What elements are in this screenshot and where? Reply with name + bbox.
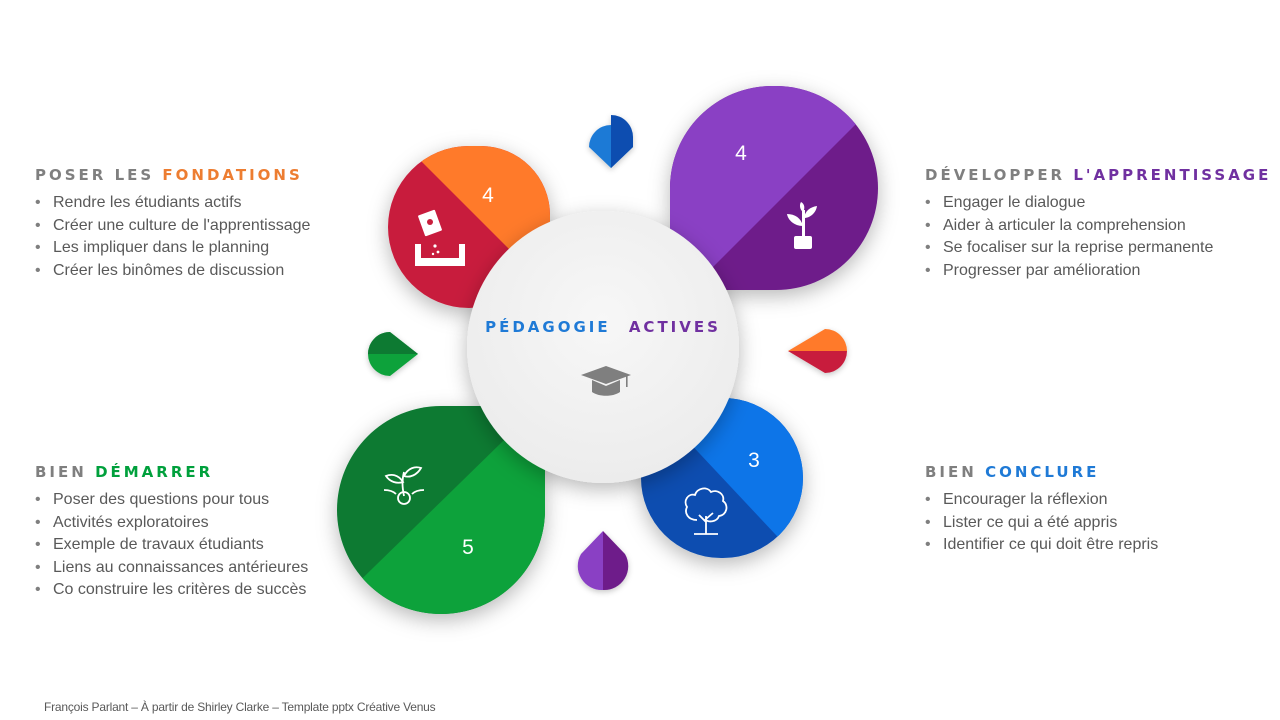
drop-purple	[577, 531, 629, 591]
drop-blue	[589, 115, 633, 168]
list-item: Identifier ce qui doit être repris	[925, 534, 1158, 557]
list-item: Poser des questions pour tous	[35, 489, 308, 512]
drop-purple-right	[603, 531, 629, 591]
section-demarrer: BIEN DÉMARRER Poser des questions pour t…	[35, 463, 308, 602]
section-conclure-title: BIEN CONCLURE	[925, 463, 1158, 481]
section-apprentissage-title-prefix: DÉVELOPPER	[925, 166, 1066, 184]
tree-icon	[684, 487, 728, 535]
petal-demarrer-number: 5	[462, 536, 474, 559]
section-conclure-title-accent: CONCLURE	[985, 463, 1100, 481]
center-title-word2: ACTIVES	[628, 318, 721, 336]
section-demarrer-list: Poser des questions pour tousActivités e…	[35, 489, 308, 602]
list-item: Créer une culture de l'apprentissage	[35, 215, 310, 238]
section-fondations-title-accent: FONDATIONS	[162, 166, 303, 184]
list-item: Créer les binômes de discussion	[35, 260, 310, 283]
list-item: Progresser par amélioration	[925, 260, 1271, 283]
drop-blue-right	[611, 115, 633, 168]
section-conclure-list: Encourager la réflexionLister ce qui a é…	[925, 489, 1158, 557]
list-item: Co construire les critères de succès	[35, 579, 308, 602]
seed-packet-icon	[415, 209, 465, 266]
section-fondations-title-prefix: POSER LES	[35, 166, 155, 184]
drop-purple-left	[577, 531, 603, 591]
center-circle	[467, 211, 739, 483]
list-item: Rendre les étudiants actifs	[35, 192, 310, 215]
sprout-icon	[383, 466, 425, 505]
section-fondations-list: Rendre les étudiants actifsCréer une cul…	[35, 192, 310, 282]
list-item: Aider à articuler la comprehension	[925, 215, 1271, 238]
list-item: Activités exploratoires	[35, 512, 308, 535]
list-item: Encourager la réflexion	[925, 489, 1158, 512]
list-item: Les impliquer dans le planning	[35, 237, 310, 260]
list-item: Engager le dialogue	[925, 192, 1271, 215]
section-apprentissage-list: Engager le dialogueAider à articuler la …	[925, 192, 1271, 282]
section-apprentissage-title: DÉVELOPPER L'APPRENTISSAGE	[925, 166, 1271, 184]
section-apprentissage-title-accent: L'APPRENTISSAGE	[1073, 166, 1272, 184]
drop-green	[368, 332, 418, 376]
list-item: Liens au connaissances antérieures	[35, 557, 308, 580]
section-conclure-title-prefix: BIEN	[925, 463, 977, 481]
footer-credit: François Parlant – À partir de Shirley C…	[44, 700, 436, 714]
section-demarrer-title-accent: DÉMARRER	[95, 463, 214, 481]
list-item: Exemple de travaux étudiants	[35, 534, 308, 557]
petal-demarrer-lower	[337, 406, 545, 614]
drop-orange-upper	[788, 329, 847, 351]
drop-orange	[788, 329, 847, 373]
center-title-word1: PÉDAGOGIE	[485, 318, 611, 336]
petal-conclure-number: 3	[748, 449, 760, 472]
section-demarrer-title-prefix: BIEN	[35, 463, 87, 481]
center-title: PÉDAGOGIE ACTIVES	[485, 318, 721, 336]
list-item: Se focaliser sur la reprise permanente	[925, 237, 1271, 260]
section-conclure: BIEN CONCLURE Encourager la réflexionLis…	[925, 463, 1158, 557]
petal-fondations-number: 4	[482, 184, 494, 207]
petal-apprentissage-number: 4	[735, 142, 747, 165]
plant-icon	[787, 202, 817, 249]
drop-green-upper	[368, 332, 418, 354]
section-fondations-title: POSER LES FONDATIONS	[35, 166, 310, 184]
drop-orange-lower	[788, 348, 847, 373]
section-fondations: POSER LES FONDATIONS Rendre les étudiant…	[35, 166, 310, 282]
graduation-cap-icon	[581, 366, 631, 396]
section-apprentissage: DÉVELOPPER L'APPRENTISSAGE Engager le di…	[925, 166, 1271, 282]
list-item: Lister ce qui a été appris	[925, 512, 1158, 535]
section-demarrer-title: BIEN DÉMARRER	[35, 463, 308, 481]
